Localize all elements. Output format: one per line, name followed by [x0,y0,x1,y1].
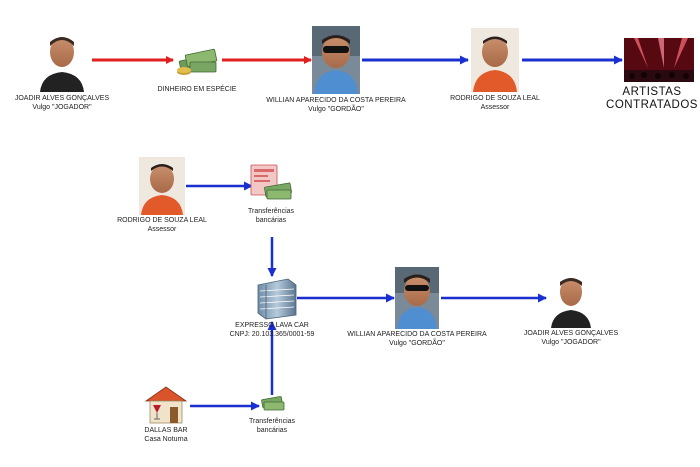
willian-top-alias: Vulgo "GORDÃO" [308,105,364,113]
company-name: EXPRESSO LAVA CAR [235,322,309,329]
label-rodrigo-top: RODRIGO DE SOUZA LEAL Assessor [450,95,540,112]
rodrigo-top-role: Assessor [480,103,510,111]
artists-line2: CONTRATADOS [606,99,698,111]
transfer2-line2: bancárias [256,426,288,434]
label-bar: DALLAS BAR Casa Noturna [144,427,187,444]
cash-label: DINHEIRO EM ESPÉCIE [157,86,237,93]
bank-transfer-icon-2 [261,396,285,411]
joadir-bottom-name: JOADIR ALVES GONÇALVES [523,330,619,337]
bar-name: DALLAS BAR [144,427,188,434]
joadir-bottom-alias: Vulgo "JOGADOR" [541,338,601,346]
building-icon [257,278,297,320]
label-transfer1: Transferências bancárias [248,208,294,225]
label-cash: DINHEIRO EM ESPÉCIE [158,86,237,95]
portrait-rodrigo-bottom [139,157,185,215]
rodrigo-bottom-role: Assessor [147,225,177,233]
label-artists: ARTISTAS CONTRATADOS [606,86,698,112]
willian-top-name: WILLIAN APARECIDO DA COSTA PEREIRA [266,97,406,104]
label-joadir-bottom: JOADIR ALVES GONÇALVES Vulgo "JOGADOR" [524,330,618,347]
artists-line1: ARTISTAS [622,86,682,98]
portrait-willian-top [312,26,360,94]
label-company: EXPRESSO LAVA CAR CNPJ: 20.103.365/0001-… [230,322,315,339]
transfer2-line1: Transferências [248,418,296,425]
bar-type: Casa Noturna [144,435,188,443]
joadir-top-alias: Vulgo "JOGADOR" [32,103,92,111]
label-willian-bottom: WILLIAN APARECIDO DA COSTA PEREIRA Vulgo… [347,331,486,348]
label-rodrigo-bottom: RODRIGO DE SOUZA LEAL Assessor [117,217,207,234]
bar-icon [144,386,188,424]
rodrigo-top-name: RODRIGO DE SOUZA LEAL [450,95,540,102]
rodrigo-bottom-name: RODRIGO DE SOUZA LEAL [117,217,207,224]
joadir-top-name: JOADIR ALVES GONÇALVES [14,95,110,102]
label-joadir-top: JOADIR ALVES GONÇALVES Vulgo "JOGADOR" [15,95,109,112]
willian-bottom-name: WILLIAN APARECIDO DA COSTA PEREIRA [347,331,487,338]
company-cnpj: CNPJ: 20.103.365/0001-59 [229,330,315,338]
concert-image [624,38,694,82]
portrait-joadir-top [36,30,88,92]
willian-bottom-alias: Vulgo "GORDÃO" [389,339,445,347]
bank-transfer-icon-1 [250,164,292,200]
portrait-joadir-bottom [548,272,594,328]
transfer1-line2: bancárias [255,216,287,224]
label-willian-top: WILLIAN APARECIDO DA COSTA PEREIRA Vulgo… [266,97,405,114]
portrait-willian-bottom [395,267,439,329]
portrait-rodrigo-top [471,28,519,92]
label-transfer2: Transferências bancárias [249,418,295,435]
cash-icon [177,48,218,75]
transfer1-line1: Transferências [247,208,295,215]
